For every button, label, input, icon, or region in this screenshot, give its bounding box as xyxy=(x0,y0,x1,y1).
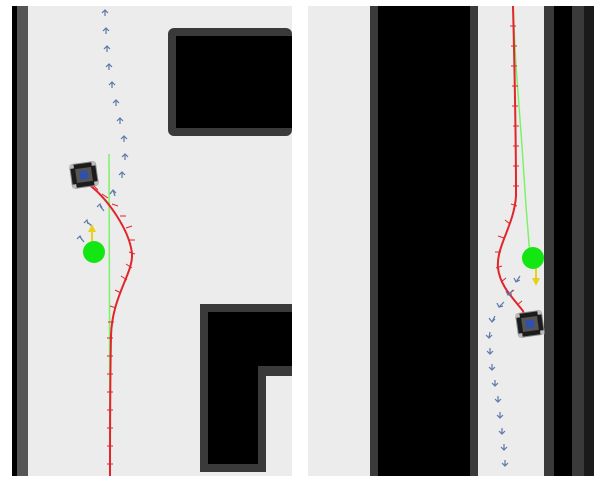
pose-arrow-icon xyxy=(488,315,496,323)
pose-arrows xyxy=(485,275,521,467)
pose-arrow-icon xyxy=(486,348,494,355)
pose-arrow-icon xyxy=(108,81,116,88)
upper-obstacle xyxy=(176,36,292,128)
local-trajectory xyxy=(83,180,134,476)
pose-arrow-icon xyxy=(488,364,496,371)
pose-arrow-icon xyxy=(118,171,126,178)
pose-arrow-icon xyxy=(112,99,120,106)
right-wall xyxy=(554,6,572,476)
pose-arrows xyxy=(76,9,129,243)
heading-arrow-icon xyxy=(532,268,540,286)
pose-arrow-icon xyxy=(96,202,105,212)
pose-arrow-icon xyxy=(501,460,509,467)
robot-icon xyxy=(515,310,545,338)
left-wall xyxy=(12,6,17,476)
pose-arrow-icon xyxy=(500,444,508,451)
pose-arrow-icon xyxy=(76,234,85,243)
pose-arrow-icon xyxy=(116,117,124,124)
pose-arrow-icon xyxy=(496,412,504,419)
pose-arrow-icon xyxy=(102,27,110,34)
pose-arrow-icon xyxy=(494,396,502,403)
pose-arrow-icon xyxy=(103,45,111,52)
goal-marker-icon xyxy=(522,247,544,269)
pose-arrow-icon xyxy=(513,275,521,283)
pose-arrow-icon xyxy=(83,218,93,227)
pose-arrow-icon xyxy=(491,380,499,387)
right-map-view xyxy=(308,6,594,476)
left-navigation-panel xyxy=(12,6,292,476)
lower-obstacle xyxy=(208,312,292,464)
pose-arrow-icon xyxy=(121,153,129,160)
robot-icon xyxy=(69,161,99,189)
goal-marker-icon xyxy=(83,241,105,263)
pose-arrow-icon xyxy=(496,301,505,308)
pose-arrow-icon xyxy=(498,428,506,435)
pose-arrow-icon xyxy=(101,9,109,16)
right-edge xyxy=(584,6,594,476)
pose-arrow-icon xyxy=(105,63,113,70)
heading-arrow-icon xyxy=(88,224,96,242)
pose-arrow-icon xyxy=(485,331,493,339)
pose-arrow-icon xyxy=(120,135,128,142)
left-map-view xyxy=(12,6,292,476)
pose-arrow-icon xyxy=(109,189,117,197)
left-wall xyxy=(378,6,470,476)
local-trajectory xyxy=(496,6,529,325)
pose-arrow-icon xyxy=(505,289,514,296)
right-navigation-panel xyxy=(308,6,594,476)
